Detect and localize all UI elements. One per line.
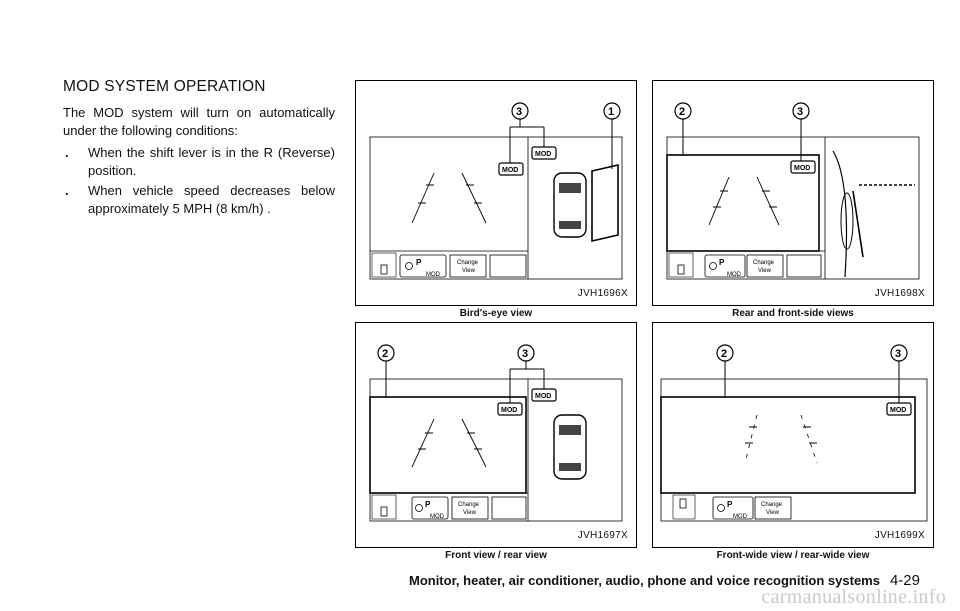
callout-number: 2 — [382, 348, 388, 360]
view-label: View — [766, 510, 780, 516]
figure-caption: Front-wide view / rear-wide view — [716, 550, 870, 561]
change-label: Change — [761, 502, 783, 508]
footer-section-title: Monitor, heater, air conditioner, audio,… — [408, 573, 880, 588]
callout-number: 3 — [522, 348, 528, 360]
figure-code: JVH1698X — [874, 288, 925, 299]
change-label: Change — [458, 502, 480, 508]
figure-code: JVH1696X — [577, 288, 628, 299]
rear-front-side-diagram: P MOD Change View MOD 2 3 — [666, 102, 920, 280]
figure-caption: Bird's-eye view — [459, 308, 533, 319]
callout-number: 3 — [516, 106, 522, 118]
callout-number: 2 — [721, 348, 727, 360]
mod-small-label: MOD — [426, 272, 441, 278]
page-number: 4-29 — [889, 572, 920, 589]
mod-badge: MOD — [502, 167, 518, 174]
mod-badge: MOD — [890, 407, 906, 414]
figure-caption: Front view / rear view — [445, 550, 547, 561]
view-label: View — [758, 268, 772, 274]
wide-view-diagram: P MOD Change View MOD 2 3 — [660, 344, 928, 522]
watermark[interactable]: carmanualsonline.info — [761, 586, 946, 608]
condition-list: .When the shift lever is in the R (Rever… — [63, 144, 335, 218]
change-label: Change — [457, 260, 479, 266]
change-label: Change — [753, 260, 775, 266]
mod-badge: MOD — [535, 151, 551, 158]
callout-number: 3 — [895, 348, 901, 360]
section-title: MOD SYSTEM OPERATION — [63, 78, 266, 95]
mod-badge: MOD — [535, 393, 551, 400]
page-footer: Monitor, heater, air conditioner, audio,… — [409, 572, 920, 589]
mod-operation-section: MOD SYSTEM OPERATION The MOD system will… — [63, 78, 335, 220]
list-item: .When vehicle speed decreases below appr… — [65, 183, 335, 216]
mod-small-label: MOD — [727, 272, 742, 278]
figure-birds-eye-view: P MOD Change View MOD MOD 3 1 JVH1696X — [355, 80, 637, 306]
mod-badge: MOD — [794, 165, 810, 172]
figure-code: JVH1697X — [577, 530, 628, 541]
figure-caption: Rear and front-side views — [732, 308, 854, 319]
mod-small-label: MOD — [430, 514, 445, 520]
pdas-label: P — [719, 258, 725, 267]
mod-badge: MOD — [501, 407, 517, 414]
callout-number: 3 — [797, 106, 803, 118]
callout-number: 1 — [608, 106, 614, 118]
figure-front-rear-wide-view: P MOD Change View MOD 2 3 JVH1699X — [652, 322, 934, 548]
pdas-label: P — [727, 500, 733, 509]
birds-eye-diagram: P MOD Change View MOD MOD 3 1 — [369, 102, 623, 280]
callout-number: 2 — [679, 106, 685, 118]
figure-code: JVH1699X — [874, 530, 925, 541]
view-label: View — [462, 268, 476, 274]
mod-small-label: MOD — [733, 514, 748, 520]
front-rear-diagram: P MOD Change View MOD MOD 2 3 — [369, 344, 623, 522]
figure-front-rear-view: P MOD Change View MOD MOD 2 3 JVH1697X — [355, 322, 637, 548]
list-item: .When the shift lever is in the R (Rever… — [65, 145, 335, 178]
intro-text: The MOD system will turn on automaticall… — [63, 105, 335, 138]
pdas-label: P — [416, 258, 422, 267]
figure-rear-front-side-views: P MOD Change View MOD 2 3 JVH1698X — [652, 80, 934, 306]
pdas-label: P — [425, 500, 431, 509]
view-label: View — [463, 510, 477, 516]
